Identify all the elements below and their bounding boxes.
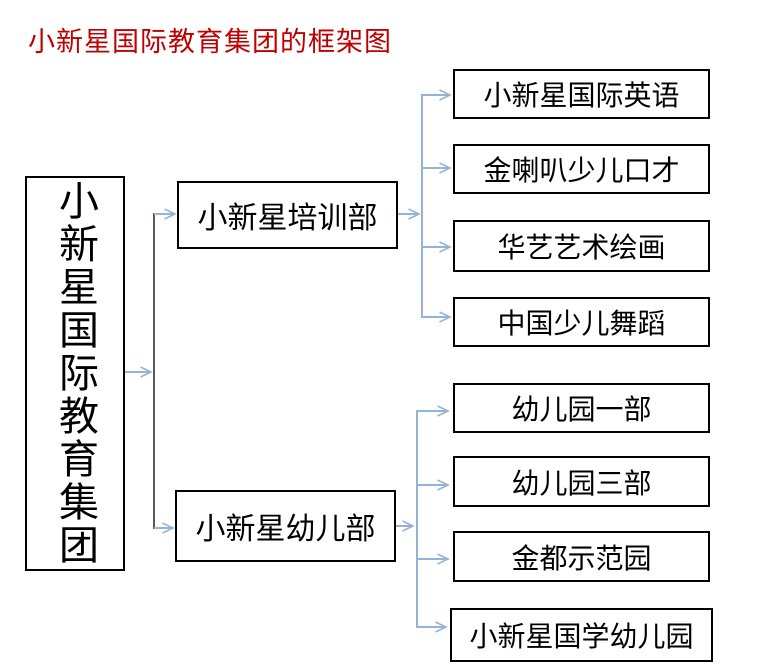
node-leaf-kindergarten-div3: 幼儿园三部	[453, 456, 710, 507]
node-leaf-golden-trumpet-eloquence: 金喇叭少儿口才	[453, 144, 710, 194]
node-dept-kids: 小新星幼儿部	[175, 490, 396, 562]
node-leaf-kindergarten-div1: 幼儿园一部	[453, 383, 710, 433]
node-leaf-guoxue-kindergarten: 小新星国学幼儿园	[450, 608, 713, 662]
node-dept-training: 小新星培训部	[177, 181, 398, 249]
node-leaf-china-children-dance: 中国少儿舞蹈	[453, 297, 710, 347]
node-root-group: 小新星国际教育集团	[25, 176, 125, 571]
node-leaf-jindu-model-garden: 金都示范园	[453, 531, 710, 582]
node-leaf-international-english: 小新星国际英语	[453, 69, 710, 119]
node-leaf-huayi-art-painting: 华艺艺术绘画	[453, 220, 710, 272]
diagram-title: 小新星国际教育集团的框架图	[28, 27, 392, 57]
node-root-label: 小新星国际教育集团	[53, 180, 98, 567]
